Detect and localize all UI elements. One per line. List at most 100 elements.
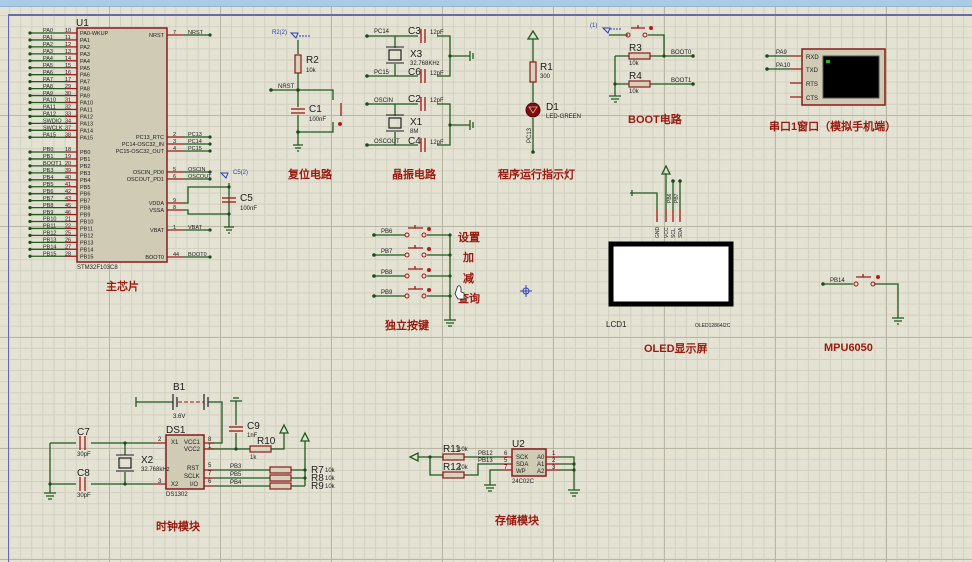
r12-resistor[interactable] (442, 471, 465, 479)
wire-endpoint[interactable] (28, 192, 32, 196)
r1-resistor[interactable] (529, 61, 537, 83)
key-label-set: 设置 (458, 230, 480, 244)
wire-endpoint[interactable] (208, 170, 212, 174)
mpu-button[interactable] (856, 274, 871, 278)
x2-crystal[interactable] (118, 457, 132, 469)
wire-endpoint[interactable] (28, 93, 32, 98)
boot-circuit[interactable]: (1) R3 10k R4 10k BOOT0 BOOT1 BOOT电路 (590, 23, 695, 126)
wire-endpoint[interactable] (28, 199, 32, 203)
wire-endpoint[interactable] (28, 240, 32, 244)
r4-resistor[interactable] (628, 80, 651, 88)
r3-resistor[interactable] (628, 52, 651, 60)
mcu-left-num: 33 (65, 112, 71, 118)
u2-num-2: 2 (552, 458, 556, 464)
wire-endpoint[interactable] (28, 212, 32, 217)
key-state-indicator[interactable] (427, 227, 431, 231)
wire-endpoint[interactable] (28, 226, 32, 231)
mcu-ref: U1 (76, 18, 89, 29)
wire-endpoint[interactable] (28, 128, 32, 132)
wire-endpoint[interactable] (208, 255, 212, 259)
r9-resistor[interactable] (269, 482, 292, 490)
oled-display[interactable]: PB6 PB7 GND VCC SCL SDA LCD1 OLED12864I2… (606, 164, 734, 355)
boot-button[interactable] (631, 25, 645, 29)
wire-endpoint[interactable] (28, 73, 32, 77)
wire-endpoint[interactable] (372, 274, 376, 278)
wire-endpoint[interactable] (28, 80, 32, 84)
wire-endpoint[interactable] (28, 164, 32, 168)
key-button-2[interactable] (408, 245, 423, 249)
wire-endpoint[interactable] (208, 142, 212, 146)
ds1302-chip[interactable] (165, 434, 205, 490)
d1-led[interactable] (525, 102, 541, 118)
reset-circuit[interactable]: R2(2) R2 10k NRST C1 100nF 复位电路 (269, 30, 342, 181)
wire-endpoint[interactable] (28, 157, 32, 161)
u2-pin-a2: A2 (537, 469, 545, 475)
x3-crystal[interactable] (388, 49, 402, 61)
ds1-num-8: 8 (208, 437, 212, 443)
wire-endpoint[interactable] (208, 149, 212, 153)
wire-endpoint[interactable] (28, 135, 32, 139)
wire-endpoint[interactable] (28, 107, 32, 112)
wire-endpoint[interactable] (28, 206, 32, 210)
wire-endpoint[interactable] (28, 52, 32, 56)
key-state-indicator[interactable] (427, 247, 431, 251)
r1-ref: R1 (540, 62, 553, 73)
mpu-circuit[interactable]: PB14 MPU6050 (821, 274, 904, 354)
crystal-net-pc15: PC15 (374, 70, 390, 76)
wire-endpoint[interactable] (28, 150, 32, 154)
oled-screen[interactable] (608, 241, 734, 307)
mcu-right-net: OSCOUT (188, 174, 212, 180)
wire-endpoint[interactable] (28, 100, 32, 105)
mcu-left-name: PA3 (80, 52, 90, 58)
wire-endpoint[interactable] (372, 294, 376, 298)
wire-endpoint[interactable] (28, 87, 32, 91)
terminal-screen[interactable] (822, 55, 880, 99)
x1-ref: X1 (410, 117, 423, 128)
r11-resistor[interactable] (442, 453, 465, 461)
r7-value: 10k (325, 468, 336, 474)
uart-terminal[interactable]: PA9 PA10 RXD TXD RTS CTS 串口1窗口（模拟手机端） (765, 48, 896, 133)
wire-endpoint[interactable] (28, 31, 32, 35)
wire-endpoint[interactable] (208, 177, 212, 181)
wire-endpoint[interactable] (28, 178, 32, 182)
mcu-body[interactable] (76, 27, 168, 263)
x1-crystal[interactable] (388, 117, 402, 129)
wire-endpoint[interactable] (28, 45, 32, 49)
wire-endpoint[interactable] (208, 33, 212, 37)
wire-endpoint[interactable] (28, 121, 32, 125)
crystal-circuit[interactable]: PC14 PC15 C3 12pF X3 32.768KHz C6 12pF O… (365, 26, 474, 181)
r8-resistor[interactable] (269, 474, 292, 482)
eeprom-module[interactable]: R11 10k R12 10k PB12 PB13 U2 24C02C SCK … (408, 439, 580, 527)
key-button-1[interactable] (408, 225, 423, 229)
wire-endpoint[interactable] (372, 233, 376, 237)
key-button-3[interactable] (408, 266, 423, 270)
wire-endpoint[interactable] (208, 135, 212, 139)
wire-endpoint[interactable] (28, 219, 32, 224)
key-state-indicator[interactable] (427, 288, 431, 292)
r7-resistor[interactable] (269, 466, 292, 474)
wire-endpoint[interactable] (28, 114, 32, 118)
wire-endpoint[interactable] (28, 171, 32, 175)
oled-title: OLED显示屏 (644, 342, 708, 355)
wire-endpoint[interactable] (28, 59, 32, 63)
clock-module[interactable]: B1 3.6V C9 1nF R10 1k DS1 DS1302 X1 VCC1… (44, 382, 336, 533)
wire-endpoint[interactable] (28, 185, 32, 189)
wire-endpoint[interactable] (28, 38, 32, 42)
wire-endpoint[interactable] (208, 228, 212, 232)
r2-resistor[interactable] (294, 54, 302, 74)
key-button-4[interactable] (408, 286, 423, 290)
led-circuit[interactable]: R1 300 D1 LED-GREEN PC13 程序运行指示灯 (498, 29, 581, 181)
wire-endpoint[interactable] (28, 233, 32, 237)
r10-resistor[interactable] (249, 445, 272, 453)
24c02c-chip[interactable] (511, 448, 547, 477)
wire-endpoint[interactable] (372, 253, 376, 257)
wire-endpoint[interactable] (28, 66, 32, 70)
uart-title: 串口1窗口（模拟手机端） (769, 119, 896, 133)
key-state-indicator[interactable] (427, 268, 431, 272)
wire-endpoint[interactable] (28, 254, 32, 258)
schematic-canvas[interactable] (0, 7, 972, 562)
wire-endpoint[interactable] (28, 247, 32, 251)
